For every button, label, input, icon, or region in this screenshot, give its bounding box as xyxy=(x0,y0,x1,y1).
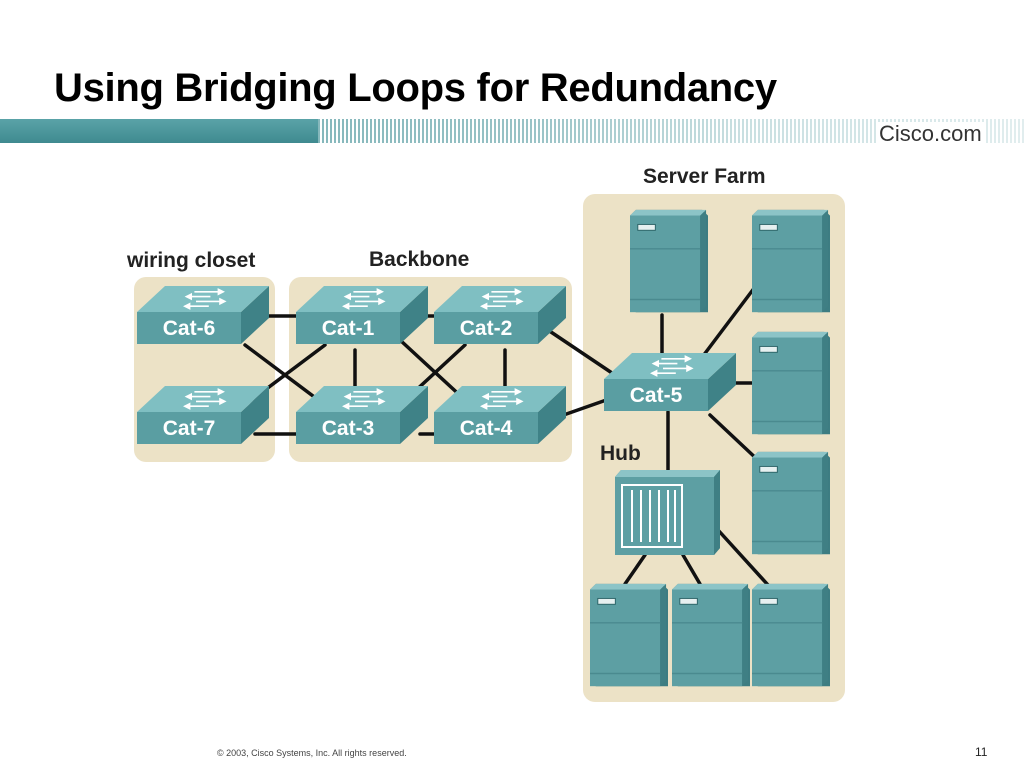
server-2 xyxy=(752,209,830,313)
hub-label: Hub xyxy=(600,442,641,465)
hub-device xyxy=(615,470,720,555)
wiring-closet-label: wiring closet xyxy=(126,249,255,272)
backbone-label: Backbone xyxy=(369,248,469,271)
switch-cat-7: Cat-7 xyxy=(137,386,269,444)
switch-label-cat-7: Cat-7 xyxy=(163,417,216,440)
link-cat2-cat5 xyxy=(546,328,614,375)
server-1 xyxy=(630,209,708,313)
brand-logo-text: Cisco.com xyxy=(876,122,985,146)
server-7 xyxy=(752,583,830,687)
switch-label-cat-2: Cat-2 xyxy=(460,317,513,340)
banner-solid xyxy=(0,119,325,143)
switch-cat-4: Cat-4 xyxy=(434,386,566,444)
link-hub-server6 xyxy=(681,553,702,586)
switch-label-cat-5: Cat-5 xyxy=(630,384,683,407)
switch-cat-5: Cat-5 xyxy=(604,353,736,411)
switch-cat-2: Cat-2 xyxy=(434,286,566,344)
link-cat5-server4 xyxy=(708,413,762,464)
server-6 xyxy=(672,583,750,687)
switch-label-cat-6: Cat-6 xyxy=(163,317,216,340)
switch-label-cat-4: Cat-4 xyxy=(460,417,513,440)
link-hub-server5 xyxy=(623,553,647,586)
switch-label-cat-1: Cat-1 xyxy=(322,317,375,340)
slide-title: Using Bridging Loops for Redundancy xyxy=(54,66,777,110)
switch-cat-1: Cat-1 xyxy=(296,286,428,344)
server-5 xyxy=(590,583,668,687)
switch-cat-3: Cat-3 xyxy=(296,386,428,444)
link-cat5-server2 xyxy=(698,285,757,362)
server-4 xyxy=(752,451,830,555)
footer-copyright: © 2003, Cisco Systems, Inc. All rights r… xyxy=(217,748,407,758)
switch-label-cat-3: Cat-3 xyxy=(322,417,375,440)
link-cat1-cat4 xyxy=(398,338,467,402)
switch-cat-6: Cat-6 xyxy=(137,286,269,344)
server-farm-label: Server Farm xyxy=(643,165,766,188)
server-3 xyxy=(752,331,830,435)
page-number: 11 xyxy=(975,745,988,759)
server-farm-zone xyxy=(583,194,845,702)
link-hub-server7 xyxy=(716,528,770,587)
